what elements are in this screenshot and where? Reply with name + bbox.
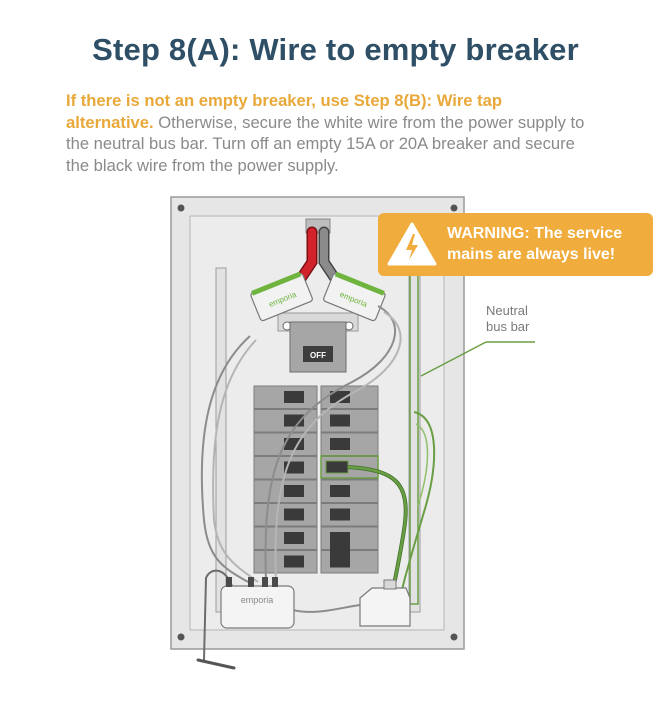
breaker-left-handle: [284, 508, 304, 521]
instructions-highlight: If there is not an empty breaker, use St…: [66, 91, 503, 132]
neutral-callout-leader: [420, 341, 487, 377]
breaker-left-handle: [284, 555, 304, 568]
panel-screw: [177, 204, 185, 212]
breaker-right-double-handle: [330, 532, 350, 566]
lightning-warning-icon: [387, 222, 437, 266]
ct-clamp-right: emporia: [323, 271, 386, 322]
supply-neutral-wire-2: [415, 423, 429, 507]
monitor-port: [248, 577, 254, 587]
instructions-body: Otherwise, secure the white wire from th…: [66, 112, 585, 175]
panel-screw: [450, 204, 458, 212]
breaker-right-handle: [330, 414, 350, 427]
target-empty-breaker-highlight: [320, 455, 379, 479]
breaker-left-handle: [284, 391, 304, 403]
breaker-right-handle: [330, 391, 350, 403]
monitor-port: [262, 577, 268, 587]
emporia-monitor: [220, 585, 295, 629]
panel-screw: [450, 633, 458, 641]
breaker-right-handle: [330, 485, 350, 497]
main-breaker-handle: [303, 346, 333, 362]
breaker-left-handle: [284, 532, 304, 544]
warning-text: WARNING: The service mains are always li…: [447, 225, 623, 263]
ct-lead-left-2: [212, 339, 259, 583]
monitor-port: [272, 577, 278, 587]
ct-lead-right: [264, 305, 396, 583]
antenna: [196, 658, 236, 670]
monitor-brand: emporia: [241, 595, 274, 605]
main-breaker-off-label: OFF: [310, 351, 326, 360]
breaker-right-handle: [330, 438, 350, 450]
supply-hot-wire: [347, 465, 407, 591]
breaker-left-handle: [284, 485, 304, 497]
breaker-right-handle: [330, 508, 350, 521]
neutral-bus-bar-label: Neutral bus bar: [486, 303, 530, 334]
power-supply-terminal: [383, 579, 397, 590]
ct-lead-right-2: [274, 311, 402, 583]
instructions-paragraph: If there is not an empty breaker, use St…: [66, 90, 586, 176]
power-supply: [359, 587, 411, 627]
page-title: Step 8(A): Wire to empty breaker: [92, 32, 579, 67]
ct-lead-left: [200, 335, 251, 583]
panel-screw: [177, 633, 185, 641]
warning-callout: WARNING: The service mains are always li…: [378, 213, 653, 276]
monitor-port: [226, 577, 232, 587]
ct-clamp-left: emporia: [250, 271, 313, 322]
target-breaker-handle: [325, 460, 349, 474]
supply-neutral-wire: [401, 411, 436, 591]
